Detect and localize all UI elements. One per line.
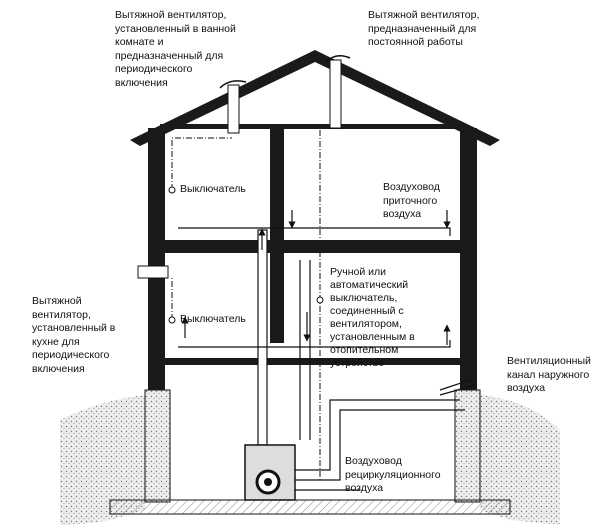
ground — [60, 395, 560, 525]
fans — [137, 55, 351, 279]
label-line: вентилятор, — [32, 308, 91, 321]
label-line: Воздуховод — [345, 455, 402, 467]
label-line: рециркуляционного — [345, 468, 441, 481]
foundation — [109, 389, 511, 515]
label-kitchen-fan: Вытяжной вентилятор, установленный в кух… — [32, 295, 115, 376]
switch-icon — [168, 316, 176, 324]
label-recirc-duct: Воздуховод рециркуляционного воздуха — [345, 455, 441, 496]
label-line: Воздуховод — [383, 181, 440, 193]
label-line: соединенный с — [330, 305, 404, 317]
label-line: установленный в ванной — [115, 22, 236, 35]
label-line: воздуха — [507, 382, 546, 394]
label-line: постоянной работы — [368, 36, 463, 48]
label-line: предназначенный для — [115, 49, 224, 62]
label-line: включения — [115, 76, 168, 89]
wiring — [171, 130, 321, 480]
label-line: автоматический — [330, 279, 409, 291]
label-line: канал наружного — [507, 368, 590, 381]
label-supply-duct: Воздуховод приточного воздуха — [383, 181, 440, 222]
walls — [148, 124, 477, 390]
label-line: включения — [32, 362, 85, 375]
switch-icon — [168, 186, 176, 194]
airflow-arrows — [181, 210, 451, 345]
label-line: периодического — [32, 349, 110, 361]
label-switch-upper: Выключатель — [180, 183, 246, 195]
label-line: комнате и — [115, 36, 164, 48]
label-line: отопительном — [330, 344, 399, 356]
label-manual-switch: Ручной или автоматический выключатель, с… — [330, 266, 415, 370]
label-line: вентилятором, — [330, 318, 402, 330]
label-line: периодического — [115, 63, 193, 75]
label-line: установленный в — [32, 322, 116, 334]
label-switch-lower: Выключатель — [180, 313, 246, 325]
label-line: Вытяжной — [32, 295, 82, 307]
label-bath-fan: Вытяжной вентилятор, установленный в ван… — [115, 9, 236, 90]
label-line: предназначенный для — [368, 22, 477, 35]
label-line: Вытяжной вентилятор, — [368, 9, 480, 21]
label-constant-fan: Вытяжной вентилятор, предназначенный для… — [368, 9, 479, 50]
label-line: Вентиляционный — [507, 355, 591, 367]
label-line: устройстве — [330, 357, 385, 369]
label-line: установленным в — [330, 331, 415, 343]
label-line: приточного — [383, 194, 438, 207]
label-line: воздуха — [383, 208, 422, 220]
label-line: выключатель, — [330, 292, 398, 304]
label-outdoor-channel: Вентиляционный канал наружного воздуха — [507, 355, 591, 396]
label-line: кухне для — [32, 335, 80, 348]
label-line: воздуха — [345, 482, 384, 494]
furnace — [244, 444, 296, 501]
switch-icon — [316, 296, 324, 304]
label-line: Вытяжной вентилятор, — [115, 9, 227, 21]
label-line: Ручной или — [330, 266, 387, 278]
